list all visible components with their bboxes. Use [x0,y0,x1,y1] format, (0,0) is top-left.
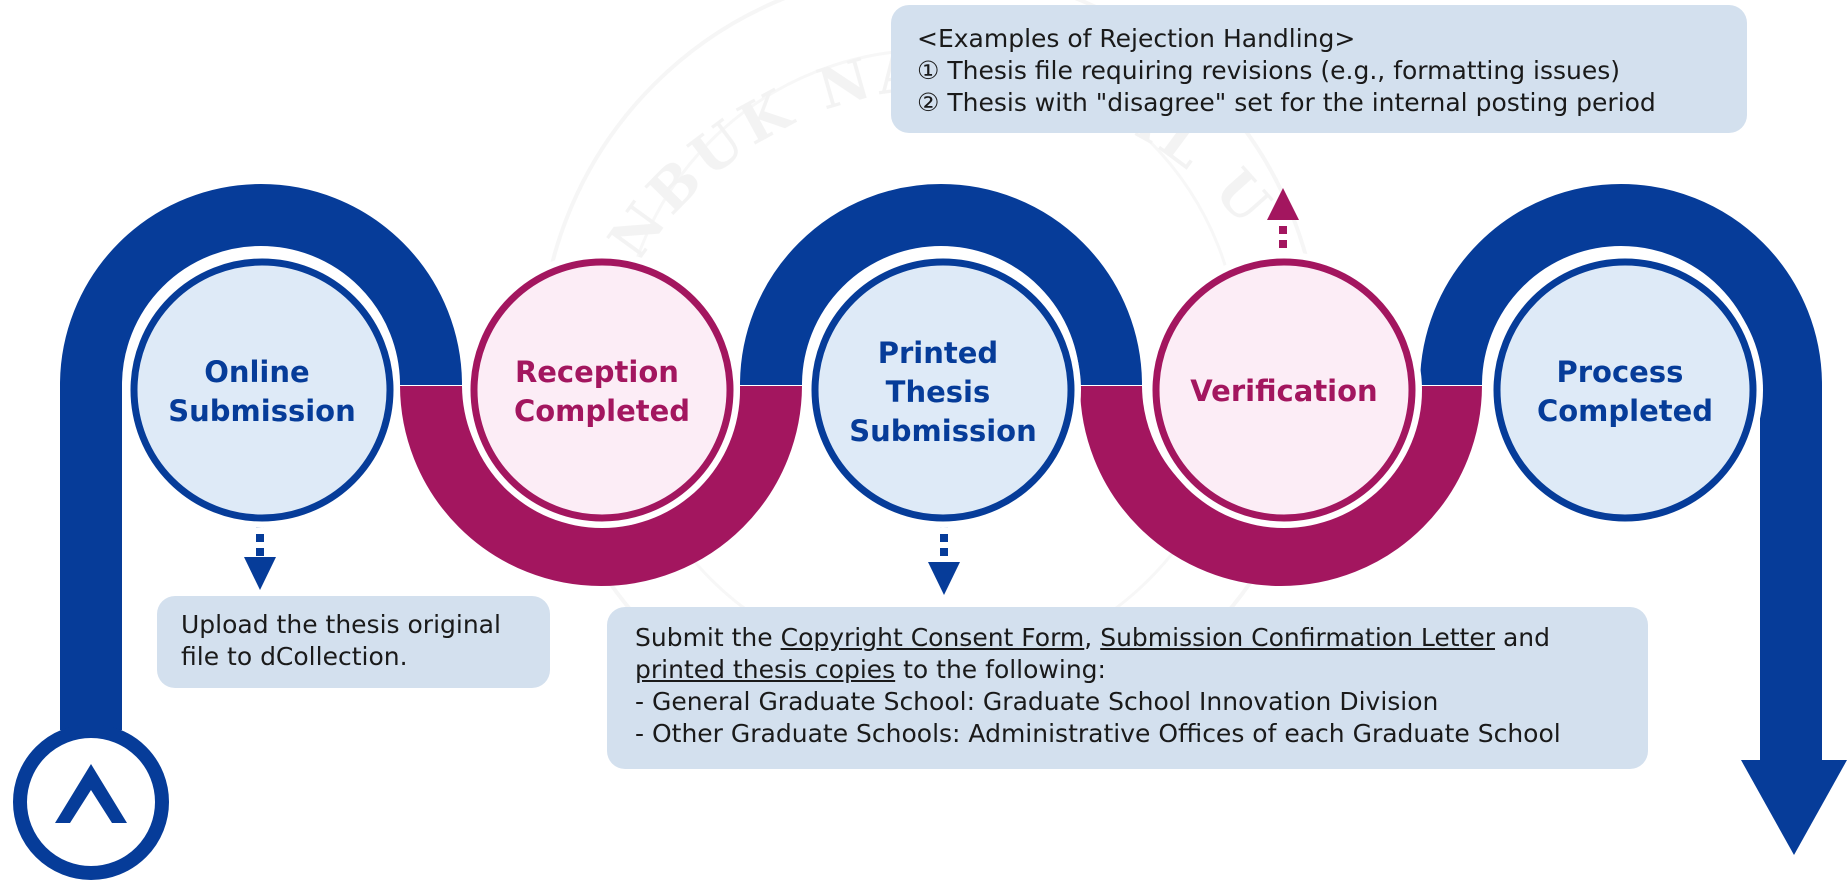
track-valley-1 [400,386,802,586]
submission-instruction-box: Submit the Copyright Consent Form, Submi… [607,607,1648,769]
upload-text: file to dCollection. [181,642,408,671]
stage-label: Verification [1190,374,1377,408]
stage-label: Printed Thesis Submission [849,336,1036,448]
track-end-segment [1420,184,1822,770]
submit-line: - Other Graduate Schools: Administrative… [635,719,1561,748]
stage-label: Reception Completed [514,355,690,428]
upload-instruction-box: Upload the thesis original file to dColl… [157,596,550,688]
copyright-consent-form-text: Copyright Consent Form [780,623,1085,652]
rejection-title: <Examples of Rejection Handling> [917,24,1356,53]
stage-label: Online Submission [168,355,355,428]
start-badge [13,724,169,880]
printed-thesis-copies-text: printed thesis copies [635,655,896,684]
rejection-examples-box: <Examples of Rejection Handling> ① Thesi… [891,5,1747,133]
rejection-item: ① Thesis file requiring revisions (e.g.,… [917,56,1621,85]
submit-line: printed thesis copies to the following: [635,654,1648,686]
submit-text: , [1084,623,1101,652]
submit-text: and [1495,623,1550,652]
track-valley-2 [1080,386,1482,586]
arrow-up-icon [1267,188,1299,220]
process-track [60,184,1847,855]
stage-online-submission: Online Submission [124,252,400,528]
track-arch-2 [740,184,1142,386]
submit-line: Submit the Copyright Consent Form, Submi… [635,622,1648,654]
stage-label: Process Completed [1537,355,1713,428]
stage-verification: Verification [1146,252,1422,528]
stage-reception-completed: Reception Completed [464,252,740,528]
rejection-item: ② Thesis with "disagree" set for the int… [917,88,1656,117]
submit-text: Submit the [635,623,781,652]
stage-process-completed: Process Completed [1487,252,1763,528]
connectors [244,188,1299,595]
track-start-segment [60,184,462,730]
arrow-down-icon [244,557,276,590]
upload-text: Upload the thesis original [181,610,501,639]
arrow-down-icon [928,562,960,595]
submit-text: to the following: [895,655,1106,684]
stage-printed-thesis-submission: Printed Thesis Submission [805,252,1081,528]
submission-confirmation-letter-text: Submission Confirmation Letter [1100,623,1495,652]
arrow-down-icon [1741,760,1847,855]
submit-line: - General Graduate School: Graduate Scho… [635,687,1439,716]
caret-up-icon [55,764,127,823]
